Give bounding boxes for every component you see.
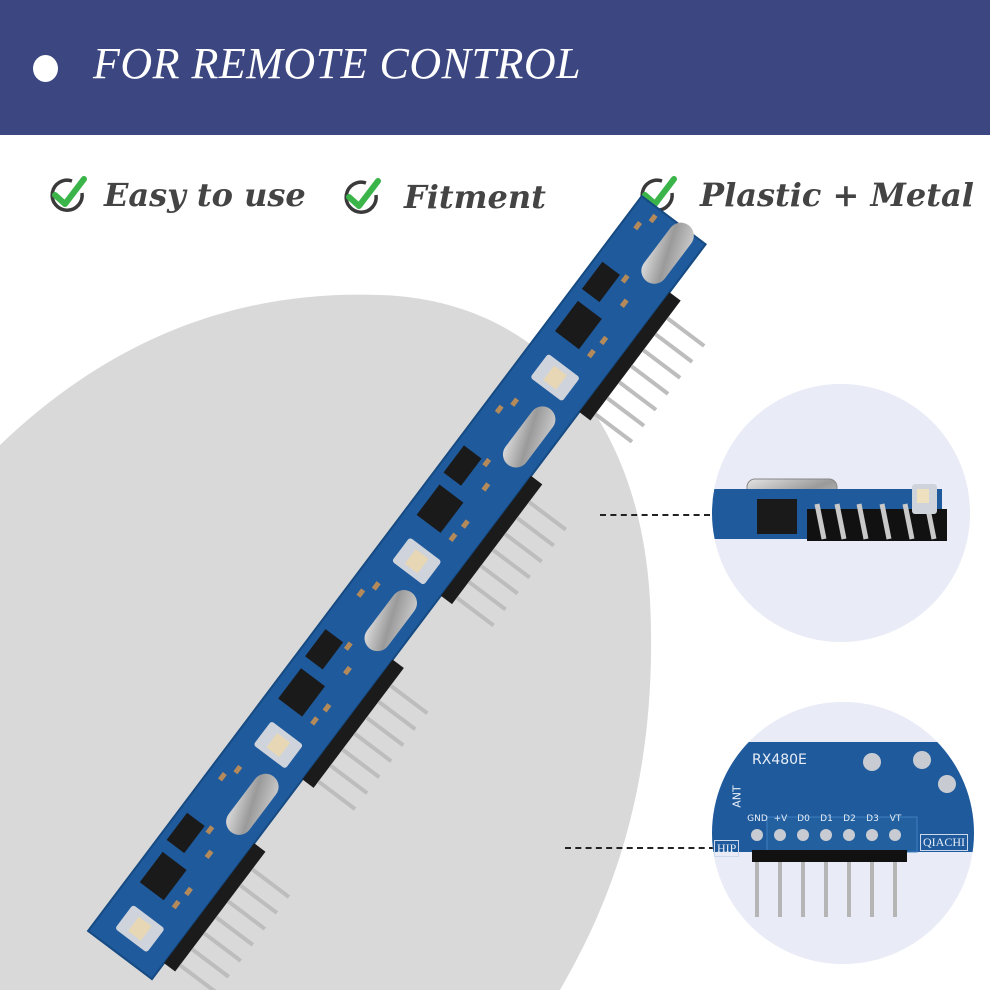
pin-label-vt: VT bbox=[889, 814, 902, 824]
leader-line-pinout bbox=[565, 847, 715, 849]
inset-pinout-view: RX480E ANT GND +V D0 D1 D2 D3 VT HIP QIA… bbox=[712, 702, 974, 964]
pin-label-d2: D2 bbox=[843, 814, 856, 824]
pin-label-d0: D0 bbox=[797, 814, 810, 824]
banner-title: FOR REMOTE CONTROL bbox=[93, 39, 582, 88]
feature-fitment: Fitment bbox=[340, 172, 546, 222]
bullet-icon bbox=[33, 55, 58, 82]
brand-label-right: QIACHI bbox=[920, 834, 968, 851]
feature-easy-to-use: Easy to use bbox=[46, 170, 306, 220]
brand-label-left: HIP bbox=[714, 840, 740, 857]
check-circle-icon bbox=[344, 178, 381, 214]
leader-line-side bbox=[600, 514, 710, 516]
pin-label-d1: D1 bbox=[820, 814, 833, 824]
side-view-image bbox=[712, 384, 970, 642]
antenna-label: ANT bbox=[730, 785, 744, 808]
pin-labels: GND +V D0 D1 D2 D3 VT bbox=[746, 814, 907, 824]
feature-label: Plastic + Metal bbox=[700, 176, 974, 214]
inset-side-view bbox=[712, 384, 970, 642]
pin-label-d3: D3 bbox=[866, 814, 879, 824]
board-model-label: RX480E bbox=[752, 752, 807, 768]
pinout-view-image bbox=[712, 702, 974, 964]
check-circle-icon bbox=[50, 176, 87, 212]
feature-plastic-metal: Plastic + Metal bbox=[636, 170, 974, 220]
feature-label: Easy to use bbox=[104, 176, 306, 214]
feature-label: Fitment bbox=[404, 178, 546, 216]
header-banner: FOR REMOTE CONTROL bbox=[0, 0, 990, 135]
pin-label-gnd: GND bbox=[747, 814, 768, 824]
pin-label-vcc: +V bbox=[773, 814, 788, 824]
